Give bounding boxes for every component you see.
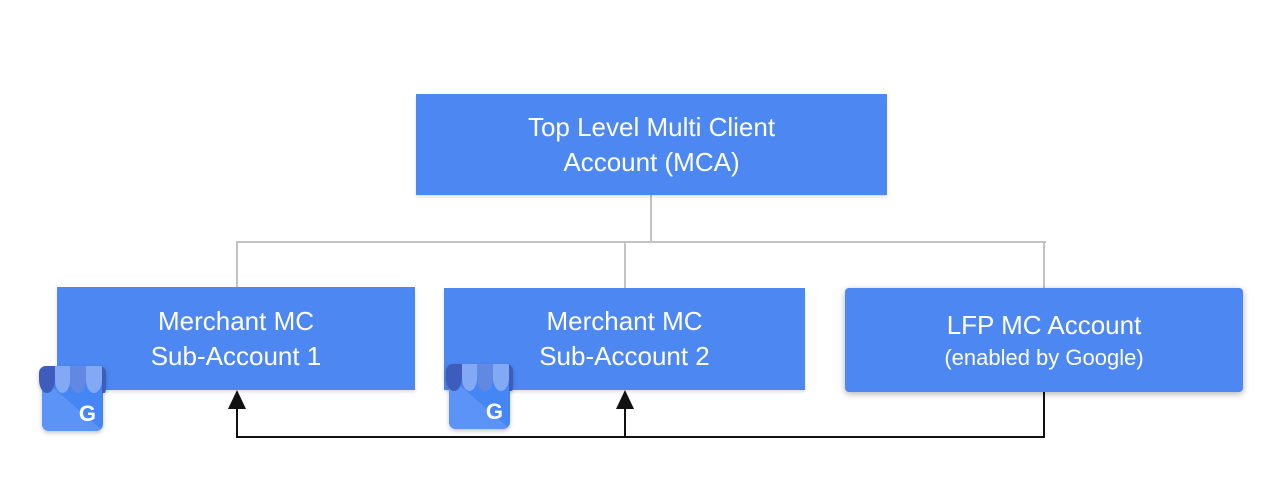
gmb-awning-stripe — [493, 364, 509, 391]
arrow-line-to-sub2 — [624, 407, 626, 438]
gmb-awning — [39, 366, 106, 393]
node-label-line1: Merchant MC — [157, 305, 315, 336]
gmb-awning-stripe — [39, 366, 55, 393]
gmb-awning-stripe — [70, 366, 87, 393]
node-top-level-mca: Top Level Multi Client Account (MCA) — [416, 94, 887, 195]
gmb-g-letter: G — [78, 401, 96, 426]
connector-middle-vertical — [624, 241, 626, 288]
node-label-line2: Sub-Account 2 — [539, 341, 710, 371]
gmb-awning-stripe — [86, 366, 102, 393]
gmb-g-letter: G — [485, 399, 503, 424]
node-label-line2: (enabled by Google) — [944, 344, 1144, 370]
arrow-line-to-sub1 — [236, 407, 238, 438]
google-my-business-icon: G — [446, 364, 513, 429]
arrowhead-up-sub1-icon — [228, 390, 246, 409]
connector-horizontal — [236, 241, 1046, 243]
node-lfp-mc-account: LFP MC Account (enabled by Google) — [845, 288, 1243, 392]
arrowhead-up-sub2-icon — [616, 390, 634, 409]
connector-right-vertical — [1043, 241, 1045, 288]
gmb-awning-stripe — [101, 366, 106, 393]
gmb-awning-stripe — [461, 364, 478, 391]
connector-left-vertical — [236, 241, 238, 287]
node-label-line1: Merchant MC — [546, 306, 703, 336]
node-label-line1: Top Level Multi Client — [527, 111, 776, 142]
arrow-line-lfp-down — [1043, 392, 1045, 438]
google-my-business-icon: G — [39, 366, 106, 431]
gmb-awning — [446, 364, 513, 391]
node-label-line2: Account (MCA) — [563, 146, 740, 177]
gmb-awning-stripe — [477, 364, 494, 391]
gmb-awning-stripe — [446, 364, 462, 391]
gmb-awning-stripe — [54, 366, 71, 393]
node-label-line1: LFP MC Account — [946, 309, 1142, 340]
node-merchant-sub-account-1: Merchant MC Sub-Account 1 — [57, 287, 415, 390]
node-label-line2: Sub-Account 1 — [150, 340, 322, 371]
arrow-line-horizontal — [236, 436, 1045, 438]
gmb-awning-stripe — [508, 364, 513, 391]
connector-root-vertical — [650, 195, 652, 242]
